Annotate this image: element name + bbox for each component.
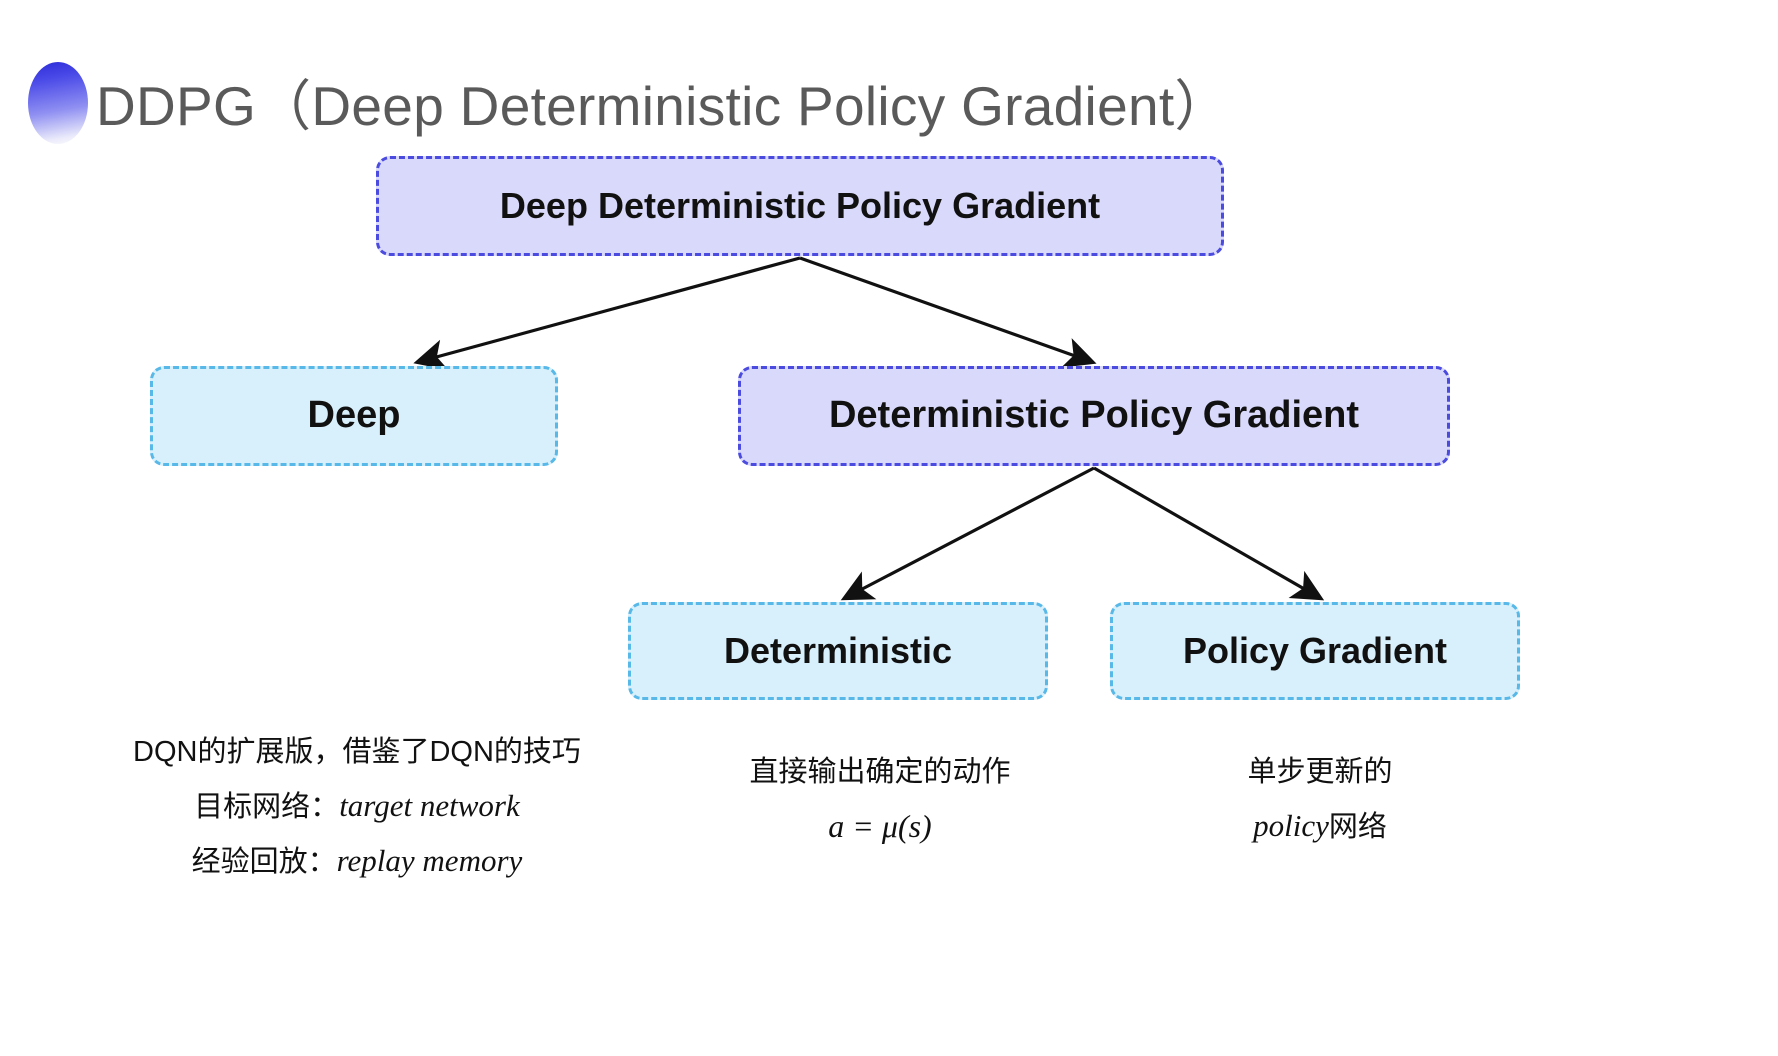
annotation-deep-line2: 目标网络：target network xyxy=(133,779,581,834)
node-deterministic[interactable]: Deterministic xyxy=(628,602,1048,700)
annotation-policy-gradient-line2: policy网络 xyxy=(1200,799,1440,854)
node-policy-gradient[interactable]: Policy Gradient xyxy=(1110,602,1520,700)
page-title: DDPG（Deep Deterministic Policy Gradient） xyxy=(96,75,1230,137)
annotation-deep: DQN的扩展版，借鉴了DQN的技巧 目标网络：target network 经验… xyxy=(133,725,581,889)
annotation-deep-line2-term: target network xyxy=(339,788,520,823)
annotation-policy-gradient-suffix: 网络 xyxy=(1328,811,1387,843)
annotation-deep-line3-label: 经验回放： xyxy=(191,846,337,878)
node-deep[interactable]: Deep xyxy=(150,366,558,466)
annotation-deep-line3: 经验回放：replay memory xyxy=(133,834,581,889)
annotation-deterministic: 直接输出确定的动作 a = μ(s) xyxy=(740,745,1020,853)
annotation-policy-gradient-term: policy xyxy=(1253,808,1329,843)
node-deterministic-policy-gradient[interactable]: Deterministic Policy Gradient xyxy=(738,366,1450,466)
edge-dpg-to-deterministic xyxy=(840,466,1095,601)
annotation-policy-gradient-line1: 单步更新的 xyxy=(1247,756,1393,788)
edge-dpg-to-policy-gradient xyxy=(1093,466,1325,601)
gradient-circle-bullet-icon xyxy=(28,62,88,144)
node-deep-deterministic-policy-gradient[interactable]: Deep Deterministic Policy Gradient xyxy=(376,156,1224,256)
annotation-policy-gradient: 单步更新的 policy网络 xyxy=(1200,745,1440,854)
annotation-deep-line1: DQN的扩展版，借鉴了DQN的技巧 xyxy=(133,736,581,768)
annotation-deterministic-formula: a = μ(s) xyxy=(828,808,932,844)
edge-root-to-deep xyxy=(413,256,801,370)
annotation-deep-line2-label: 目标网络： xyxy=(194,791,340,823)
edge-root-to-dpg xyxy=(799,256,1097,368)
annotation-deterministic-line1: 直接输出确定的动作 xyxy=(749,756,1011,788)
annotation-deep-line3-term: replay memory xyxy=(336,843,523,878)
